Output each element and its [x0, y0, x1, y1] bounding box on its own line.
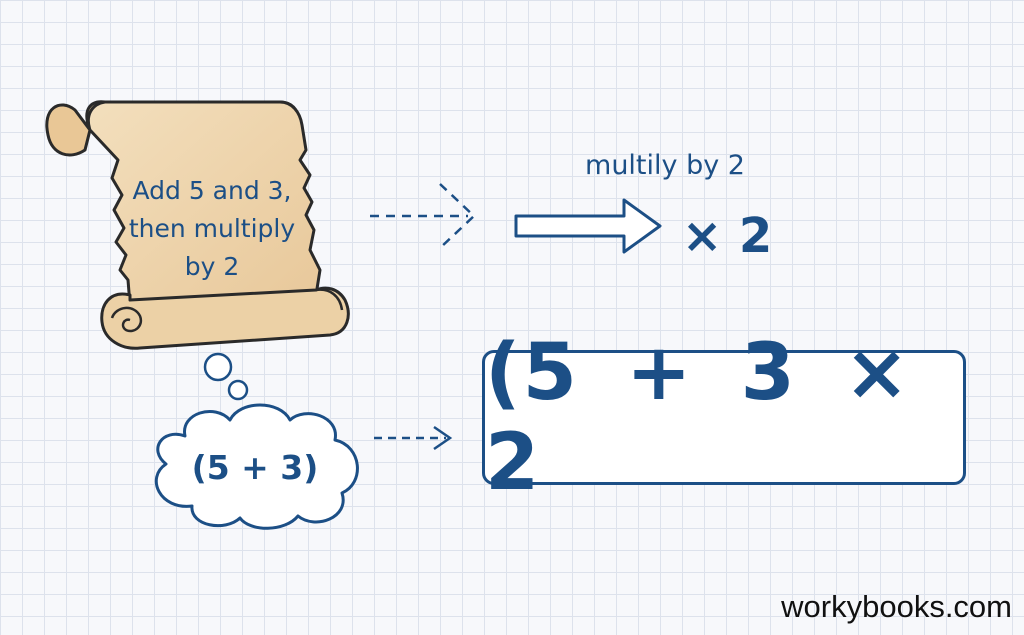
result-expression: (5 + 3 × 2: [485, 327, 912, 508]
thought-expression: (5 + 3): [191, 448, 319, 487]
scroll-line-3: by 2: [184, 252, 240, 281]
step-label: multily by 2: [585, 150, 745, 181]
scroll-line-1: Add 5 and 3,: [132, 176, 292, 205]
scroll-line-2: then multiply: [128, 214, 296, 243]
dashed-arrow-icon: [370, 183, 476, 249]
scroll-instruction: Add 5 and 3, then multiply by 2: [112, 172, 312, 286]
dashed-arrow-icon: [374, 425, 453, 451]
brand-logo-text: workybooks.com: [781, 589, 1012, 624]
scroll-icon: [45, 100, 350, 350]
thought-bubble-icon: [154, 403, 359, 530]
outline-arrow-icon: [514, 198, 662, 254]
thought-dots-icon: [203, 352, 249, 401]
result-box: (5 + 3 × 2: [482, 328, 966, 508]
times-two-label: × 2: [682, 208, 773, 264]
